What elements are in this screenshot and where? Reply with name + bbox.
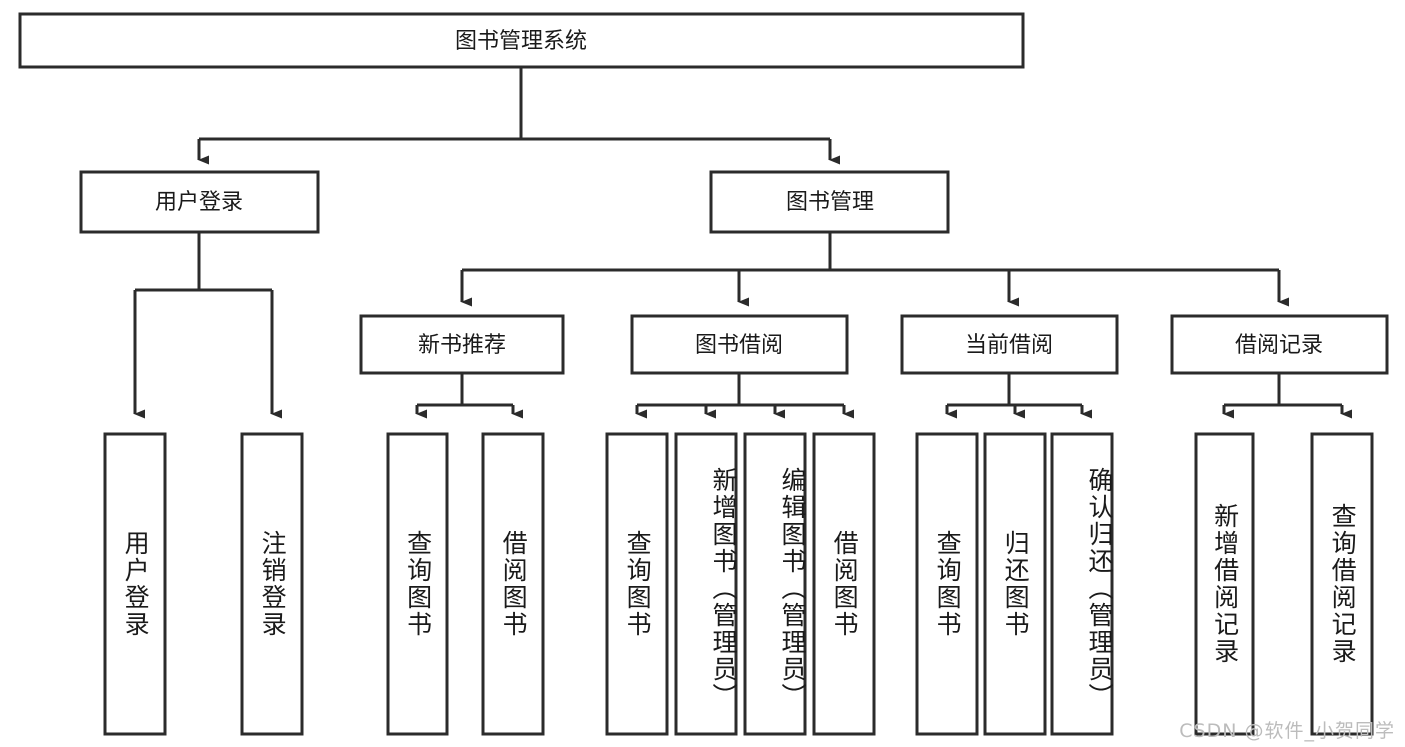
leaf-box-leaf-borrow-book-2[interactable] — [812, 432, 876, 736]
node-user-login[interactable]: 用户登录 — [79, 170, 320, 234]
connector-group-current-borrow — [945, 373, 1092, 419]
node-book-borrow[interactable]: 图书借阅 — [630, 314, 849, 375]
leaf-box-leaf-confirm-return[interactable] — [1050, 432, 1114, 736]
node-root-label: 图书管理系统 — [455, 29, 587, 54]
node-borrow-record[interactable]: 借阅记录 — [1170, 314, 1389, 375]
node-new-book-rec-box[interactable] — [359, 314, 565, 375]
leaf-box-leaf-return-book[interactable] — [983, 432, 1047, 736]
node-book-manage-label: 图书管理 — [786, 190, 874, 215]
node-borrow-record-label: 借阅记录 — [1235, 333, 1323, 358]
node-new-book-rec[interactable]: 新书推荐 — [359, 314, 565, 375]
leaf-box-leaf-add-book[interactable] — [674, 432, 738, 736]
leaf-box-leaf-edit-book[interactable] — [743, 432, 807, 736]
node-borrow-record-box[interactable] — [1170, 314, 1389, 375]
leaf-box-leaf-query-book-3[interactable] — [915, 432, 979, 736]
leaf-box-leaf-add-record[interactable] — [1194, 432, 1255, 736]
node-book-manage-box[interactable] — [709, 170, 950, 234]
leaf-box-leaf-borrow-book-1[interactable] — [481, 432, 545, 736]
leaf-box-group — [103, 432, 1374, 736]
node-user-login-box[interactable] — [79, 170, 320, 234]
node-current-borrow-box[interactable] — [900, 314, 1119, 375]
node-book-borrow-box[interactable] — [630, 314, 849, 375]
node-root[interactable]: 图书管理系统 — [18, 12, 1025, 69]
node-root-box[interactable] — [18, 12, 1025, 69]
leaf-box-leaf-logout-login[interactable] — [240, 432, 304, 736]
leaf-box-leaf-query-book-1[interactable] — [386, 432, 449, 736]
node-current-borrow[interactable]: 当前借阅 — [900, 314, 1119, 375]
connector-group-book-borrow — [635, 373, 854, 419]
connector-group-borrow-record — [1222, 373, 1352, 419]
node-current-borrow-label: 当前借阅 — [965, 333, 1053, 358]
leaf-box-leaf-query-book-2[interactable] — [605, 432, 669, 736]
csdn-watermark: CSDN @软件_小贺同学 — [1179, 720, 1395, 742]
node-new-book-rec-label: 新书推荐 — [418, 333, 506, 358]
node-user-login-label: 用户登录 — [155, 190, 243, 215]
node-book-borrow-label: 图书借阅 — [695, 333, 783, 358]
connector-group-book-manage — [460, 232, 1289, 307]
leaf-box-leaf-query-record[interactable] — [1310, 432, 1374, 736]
connector-group-user-login — [133, 232, 282, 419]
connector-group-new-book-rec — [415, 373, 523, 419]
connector-group-root — [197, 67, 840, 165]
node-book-manage[interactable]: 图书管理 — [709, 170, 950, 234]
leaf-box-leaf-user-login[interactable] — [103, 432, 167, 736]
